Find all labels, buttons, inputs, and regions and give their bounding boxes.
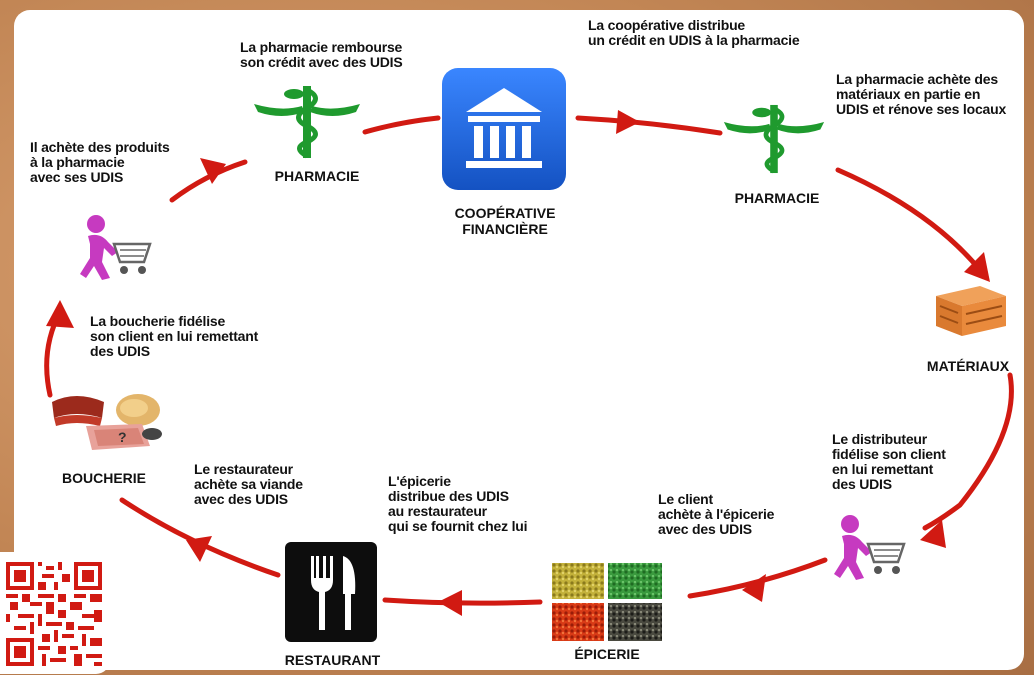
node-label-pharmacie-left: PHARMACIE — [274, 168, 360, 184]
qr-code-icon — [6, 562, 102, 666]
pharmacy-caduceus-icon — [722, 100, 826, 178]
caption-distributeur-fidelise: Le distributeur fidélise son client en l… — [832, 431, 946, 492]
arrow-client-left-to-pharmacie — [169, 159, 248, 203]
qr-code[interactable] — [0, 552, 110, 674]
node-label-boucherie: BOUCHERIE — [61, 470, 146, 486]
node-label-restaurant: RESTAURANT — [284, 652, 381, 668]
caption-client-pharmacie: Il achète des produits à la pharmacie av… — [30, 139, 170, 185]
arrowhead-to-boucherie — [186, 536, 212, 562]
caption-client-epicerie: Le client achète à l'épicerie avec des U… — [658, 491, 775, 537]
arrow-pharmacie-right-to-materiaux — [835, 167, 983, 273]
arrowhead-to-restaurant — [438, 590, 462, 616]
arrowhead-to-client-right — [920, 520, 946, 548]
pharmacy-caduceus-icon — [252, 82, 362, 162]
arrow-epicerie-to-restaurant — [382, 597, 543, 606]
node-label-epicerie: ÉPICERIE — [574, 646, 640, 662]
caption-epicerie-distribue: L'épicerie distribue des UDIS au restaur… — [388, 473, 528, 534]
arrowhead-to-client-left — [46, 300, 74, 328]
node-label-materiaux: MATÉRIAUX — [926, 358, 1010, 374]
fork-knife-icon — [285, 542, 377, 642]
arrow-materiaux-to-client-right — [922, 372, 1014, 531]
caption-pharmacie-achete-materiaux: La pharmacie achète des matériaux en par… — [836, 71, 1007, 117]
caption-restaurateur: Le restaurateur achète sa viande avec de… — [194, 461, 303, 507]
bank-icon — [440, 66, 568, 192]
node-label-cooperative: COOPÉRATIVE FINANCIÈRE — [454, 205, 556, 237]
arrow-restaurant-to-boucherie — [119, 497, 281, 578]
svg-text:?: ? — [118, 429, 127, 445]
arrow-coop-to-pharmacie-right — [575, 115, 723, 136]
node-label-pharmacie-right: PHARMACIE — [734, 190, 820, 206]
shopper-cart-icon — [74, 212, 154, 284]
caption-boucherie-fidelise: La boucherie fidélise son client en lui … — [90, 313, 259, 359]
shopper-cart-icon — [828, 512, 908, 584]
arrowhead-to-materiaux — [964, 252, 990, 282]
bricks-icon — [930, 278, 1010, 340]
grains-icon — [552, 563, 662, 641]
arrowhead-to-epicerie — [742, 574, 766, 602]
caption-pharmacie-rembourse: La pharmacie rembourse son crédit avec d… — [240, 39, 403, 70]
meat-icon: ? — [46, 388, 164, 456]
caption-cooperative-distribue-credit: La coopérative distribue un crédit en UD… — [588, 17, 800, 48]
arrowhead-coop-to-pharmacie — [616, 110, 640, 134]
arrow-pharmacie-left-to-coop — [362, 115, 441, 135]
arrowhead-to-pharmacie-left — [200, 158, 226, 184]
